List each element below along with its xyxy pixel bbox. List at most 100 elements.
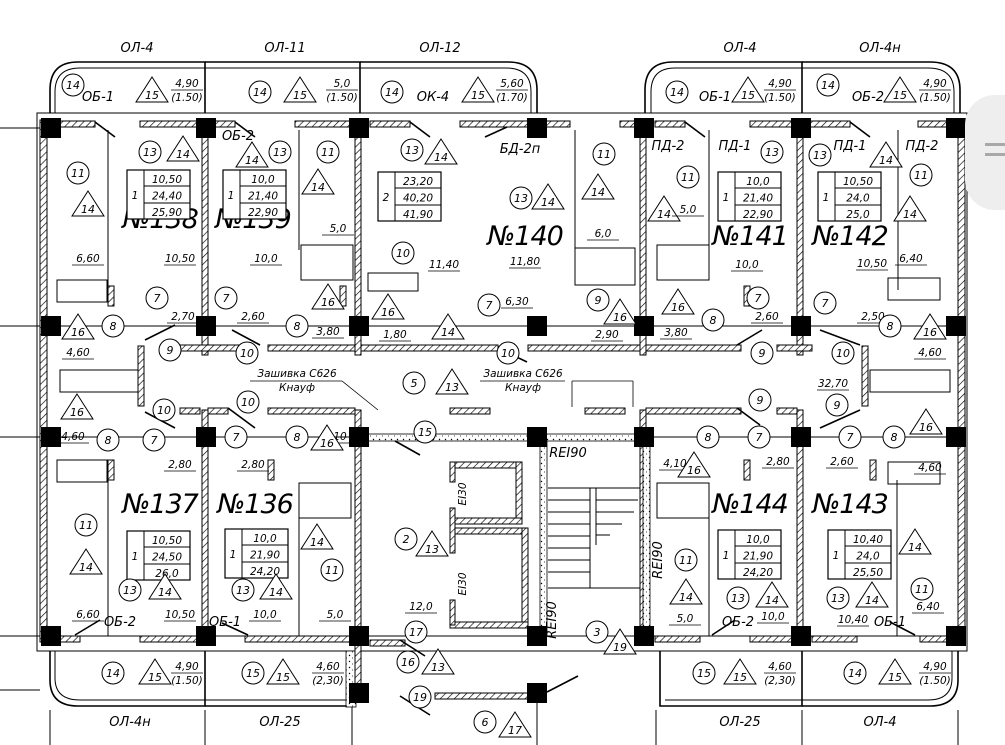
apartment-143-living-finish-label: 14 xyxy=(865,594,879,607)
top-balcony-0-room: 14 xyxy=(61,73,85,97)
apartment-142-bath-area: 4,60 xyxy=(918,347,942,359)
apartment-143-area-table-area-1: 24,0 xyxy=(856,551,880,563)
corridor-marker: 5 xyxy=(402,371,426,395)
top-balcony-2-window-type: ОК-4 xyxy=(417,90,449,105)
apartment-143-living-room-marker: 13 xyxy=(826,586,850,610)
apartment-144-kitchen-area: 5,0 xyxy=(677,613,694,625)
apartment-144-area-table-area-2: 24,20 xyxy=(743,567,773,579)
apartment-140-door-10-marker: 10 xyxy=(391,241,415,265)
apartment-138-living-room-marker: 13 xyxy=(138,140,162,164)
fire-rating-stair-top: REI90 xyxy=(549,446,587,461)
apartment-140-living-room-marker-label: 13 xyxy=(405,144,419,157)
apartment-137-door-10-marker: 10 xyxy=(152,398,176,422)
stair-finish-label: 19 xyxy=(613,641,627,654)
apartment-136-hall-area: 2,80 xyxy=(241,459,265,471)
apartment-143-number: №143 xyxy=(810,489,888,520)
apartment-142-area-table-area-1: 24,0 xyxy=(846,193,870,205)
apartment-140-kitchen-finish: 14 xyxy=(581,173,615,200)
bottom-balcony-3-room: 14 xyxy=(843,661,867,685)
apartment-142-living-finish: 14 xyxy=(869,141,903,168)
bottom-balcony-3-room-label: 14 xyxy=(848,667,862,680)
apartment-144-living-room-marker: 13 xyxy=(726,586,750,610)
apartment-143-living-finish: 14 xyxy=(855,581,889,608)
bottom-balcony-0-finish-label: 15 xyxy=(148,671,162,684)
apartment-138-kitchen-finish: 14 xyxy=(71,190,105,217)
vestibule-finish: 13 xyxy=(421,648,455,675)
apartment-138-hall-marker: 7 xyxy=(145,286,169,310)
bottom-balcony-2-room-label: 15 xyxy=(697,667,711,680)
top-balcony-3-area-sub: (1.50) xyxy=(764,92,796,104)
apartment-139-living-finish-label: 14 xyxy=(245,154,259,167)
apartment-136-number: №136 xyxy=(215,489,293,520)
top-balcony-4-room: 14 xyxy=(816,73,840,97)
top-balcony-2-room: 14 xyxy=(380,80,404,104)
apartment-139-door-10-marker-label: 10 xyxy=(240,347,254,360)
lobby-door-17-marker-label: 17 xyxy=(409,626,423,639)
axis-label-top-3: ОЛ-12 xyxy=(419,41,460,56)
fire-rating-stair-right: REI90 xyxy=(651,541,666,579)
bottom-balcony-0-area-area: 4,90 xyxy=(175,661,199,673)
apartment-141-area-table-area-1: 21,40 xyxy=(743,193,773,205)
apartment-136-opening-tag: ОБ-1 xyxy=(209,615,241,630)
apartment-142-area-table-area-2: 25,0 xyxy=(846,209,870,221)
top-balcony-0-finish-label: 15 xyxy=(145,89,159,102)
apartment-139-kitchen-finish-label: 14 xyxy=(311,181,325,194)
apartment-137-bath-marker: 8 xyxy=(96,428,120,452)
stair-marker-label: 3 xyxy=(594,626,601,639)
columns xyxy=(41,118,966,703)
apartment-143-kitchen-marker: 11 xyxy=(910,577,934,601)
apartment-139-area-table-area-2: 22,90 xyxy=(248,207,278,219)
top-balcony-4-area-sub: (1.50) xyxy=(919,92,951,104)
apartment-139-bath-finish-label: 16 xyxy=(321,296,335,309)
apartment-140-area-table-area-1: 40,20 xyxy=(403,193,433,205)
apartment-140-kitchen-marker-label: 11 xyxy=(597,148,611,161)
top-balcony-1-finish-label: 15 xyxy=(293,89,307,102)
leaders xyxy=(250,380,634,411)
apartment-143-area-table-area-0: 10,40 xyxy=(853,534,883,546)
bottom-balcony-3-finish: 15 xyxy=(878,658,912,685)
side-panel-handle[interactable] xyxy=(965,95,1005,210)
apartment-139-bath-area: 3,80 xyxy=(316,326,340,338)
apartment-143-bath-marker: 8 xyxy=(882,425,906,449)
apartment-144-bath-marker: 8 xyxy=(696,425,720,449)
apartment-141-opening-tag-1: ПД-2 xyxy=(652,139,685,154)
apartment-138-kitchen-finish-label: 14 xyxy=(81,203,95,216)
bottom-balcony-1-finish-label: 15 xyxy=(276,671,290,684)
apartment-139-kitchen-marker-label: 11 xyxy=(321,146,335,159)
lobby-finish: 13 xyxy=(415,530,449,557)
axis-label-top-5: ОЛ-4н xyxy=(859,41,901,56)
staircase xyxy=(548,487,640,589)
corridor-note-right-line1: Зашивка С626 xyxy=(483,368,563,380)
apartment-144-hall-marker-label: 7 xyxy=(756,431,763,444)
apartment-142-living-room-marker: 13 xyxy=(808,143,832,167)
corridor-finish-label: 13 xyxy=(445,381,459,394)
apartment-140-living1-area: 11,40 xyxy=(429,259,459,271)
apartment-141-area-table-rooms: 1 xyxy=(723,192,730,204)
entry-finish-label: 17 xyxy=(508,724,522,737)
apartment-136-kitchen-marker: 11 xyxy=(320,558,344,582)
lobby-door-17-marker: 17 xyxy=(404,620,428,644)
top-balconies xyxy=(49,61,961,113)
apartment-143-kitchen-marker-label: 11 xyxy=(915,583,929,596)
apartment-143-area-table-area-2: 25,50 xyxy=(853,567,883,579)
bottom-balcony-1-area-area: 4,60 xyxy=(316,661,340,673)
top-balcony-2-finish: 15 xyxy=(461,76,495,103)
apartment-140-door-10b-marker: 10 xyxy=(496,341,520,365)
bottom-balcony-0-area: 4,90(1.50) xyxy=(171,661,203,687)
apartment-138-bath-finish-label: 16 xyxy=(71,326,85,339)
apartment-138-bath-area: 4,60 xyxy=(66,347,90,359)
top-balcony-0-area-area: 4,90 xyxy=(175,78,199,90)
top-balcony-4-window-type: ОБ-2 xyxy=(852,90,884,105)
apartment-143-area-table-rooms: 1 xyxy=(833,550,840,562)
apartment-139-hall-marker-label: 7 xyxy=(223,292,230,305)
apartment-144-hall-area: 2,80 xyxy=(766,456,790,468)
top-balcony-3-room: 14 xyxy=(665,80,689,104)
apartment-143-hall-area: 2,60 xyxy=(830,456,854,468)
apartment-137-living-room-marker-label: 13 xyxy=(123,584,137,597)
apartment-138-door-9-marker-label: 9 xyxy=(167,344,174,357)
apartment-141-bath-finish: 16 xyxy=(661,288,695,315)
top-balcony-0-finish: 15 xyxy=(135,76,169,103)
